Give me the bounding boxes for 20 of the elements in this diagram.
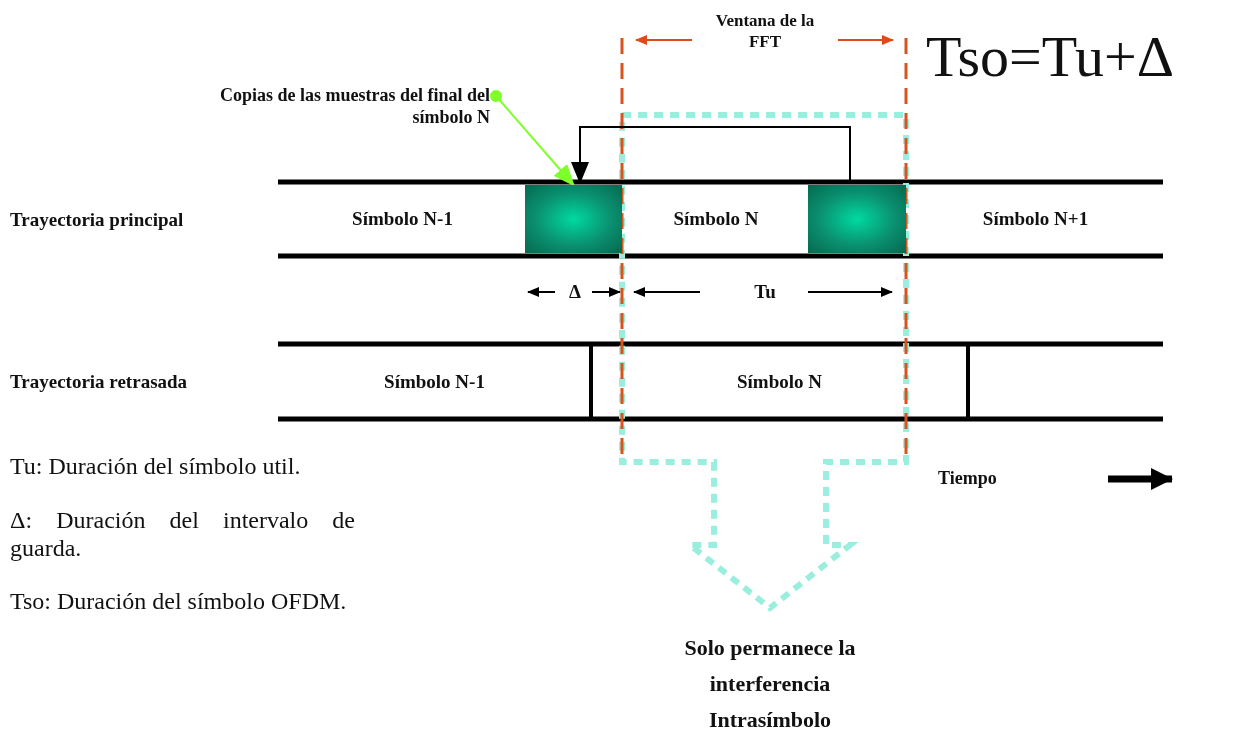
leader-line xyxy=(490,90,575,187)
note-text: Tu: Duración del símbolo util. xyxy=(10,452,302,480)
end-samples-block xyxy=(808,185,906,253)
dimension-label: Δ xyxy=(568,280,582,303)
path-label: Trayectoria principal xyxy=(10,208,185,231)
note-text: Δ: Duración del intervalo de guarda. xyxy=(10,506,355,562)
symbol-label: Símbolo N xyxy=(673,208,759,230)
callout-text: Copias de las muestras del final del símbolo N xyxy=(160,84,490,128)
dimension-label: Tu xyxy=(753,280,777,303)
formula: Tso=Tu+Δ xyxy=(926,23,1176,91)
guard-interval-block xyxy=(525,185,622,253)
symbol-label: Símbolo N-1 xyxy=(384,371,485,393)
window-label: Ventana de la FFT xyxy=(714,10,816,52)
symbol-label: Símbolo N-1 xyxy=(352,208,453,230)
note-text: Tso: Duración del símbolo OFDM. xyxy=(10,587,348,615)
axis-label: Tiempo xyxy=(938,467,998,489)
path-label: Trayectoria retrasada xyxy=(10,370,189,393)
symbol-label: Símbolo N+1 xyxy=(982,208,1089,230)
symbol-label: Símbolo N xyxy=(737,371,822,393)
result-text: Solo permanece la interferencia Intrasímbolo xyxy=(683,634,857,734)
